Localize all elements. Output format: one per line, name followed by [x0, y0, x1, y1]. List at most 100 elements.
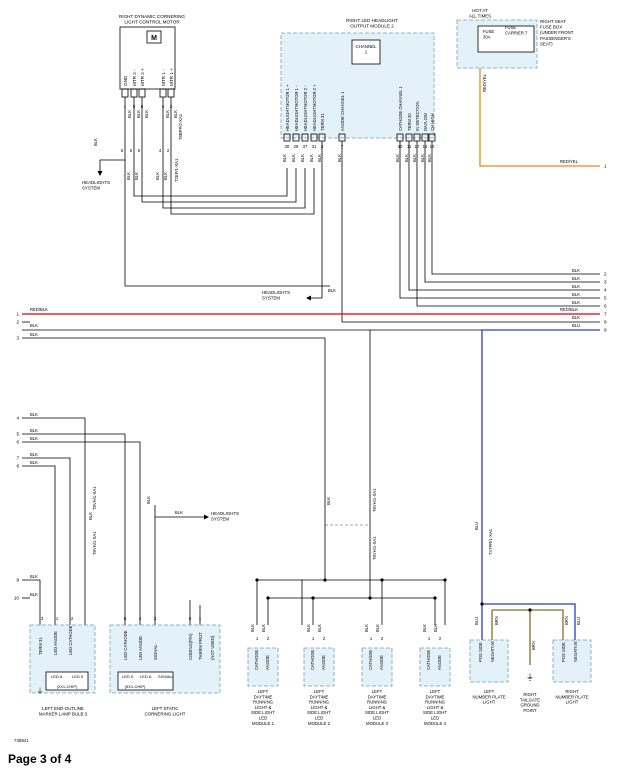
wire-color-label: BLK	[30, 323, 38, 328]
brown-drop	[530, 609, 564, 640]
drl-module-label: RUNNING	[425, 700, 446, 705]
drl-pin-label: CATHODE	[254, 650, 259, 670]
static-light-label: LEFT STATIC	[152, 706, 179, 711]
corner-motor-label: LIGHT CONTROL MOTOR	[124, 20, 180, 25]
wire-color-label: BLU	[474, 522, 479, 530]
pin-number: 4	[139, 616, 142, 621]
ref-number: 8	[16, 464, 19, 469]
wire-color-label: BLK	[146, 496, 151, 504]
headlights-system-label: SYSTEM	[211, 517, 229, 522]
drl-module-label: LED	[315, 716, 323, 721]
ref-number: 7	[16, 456, 19, 461]
pin-number: 3	[41, 616, 44, 621]
wire-color-label: RED/BLK	[30, 307, 48, 312]
ground-icon: ⏚	[526, 673, 534, 682]
pin-number: 2	[323, 636, 326, 641]
module-pin-cell	[283, 133, 291, 142]
drl-anode-bus	[256, 520, 326, 625]
wire-color-label: BLK	[572, 284, 580, 289]
module-pin-cell	[292, 133, 300, 142]
gnd-link-wire	[124, 160, 330, 287]
pin-number: 5	[130, 148, 133, 153]
motor-pin-cell	[130, 88, 138, 98]
wire-color-label: BLK	[30, 428, 38, 433]
ref-number: 5	[604, 296, 607, 301]
motor-link-wire	[141, 140, 297, 203]
splice-dot	[480, 602, 484, 606]
motor-pin-label: MTR 2 +	[140, 68, 145, 86]
ref-number: 3	[604, 280, 607, 285]
ground-point-label: GROUND	[520, 703, 539, 708]
splice-dot	[443, 578, 447, 582]
wire-color-label: BLK	[136, 110, 141, 118]
wire-color-label: BLU	[572, 323, 580, 328]
marker-bulb-label: LEFT END-OUTLINE	[42, 706, 84, 711]
arrow-icon	[306, 295, 311, 301]
ref-number: 4	[604, 288, 607, 293]
fuse-box-label: FUSE BOX	[540, 25, 562, 30]
ref-number: 6	[16, 440, 19, 445]
wire-color-label: BLK	[127, 110, 132, 118]
motor-link-wire	[162, 140, 306, 209]
module-pin-label: HEADLIGHTMOTOR 1 -	[294, 85, 299, 131]
ref-number: 2	[604, 272, 607, 277]
anode-wire	[341, 141, 600, 323]
drl-module-label: DAYTIME	[310, 694, 329, 699]
wire-color-label: BLK	[337, 154, 342, 162]
wire-color-label: BLK	[306, 624, 311, 632]
drl-pin-label: ANODE	[265, 655, 270, 670]
pin-number: 29	[294, 144, 299, 149]
wire-color-label: BLK	[309, 154, 314, 162]
wire-6	[22, 441, 141, 625]
wire-color-label: BLK	[328, 288, 336, 293]
splice-dot	[266, 596, 270, 600]
fuse-label: FUSE	[483, 29, 494, 34]
module-pin-label: TERM 30	[407, 113, 412, 131]
component-boxes	[29, 19, 592, 694]
pin-number: 3	[154, 616, 157, 621]
wire-color-label: BLK	[572, 315, 580, 320]
drl-module-label: RUNNING	[309, 700, 330, 705]
drl-module-label: RUNNING	[253, 700, 274, 705]
connector-code: T2EP/1-XA1	[174, 158, 179, 182]
pin-number: 2	[71, 616, 74, 621]
wire-7	[22, 457, 71, 625]
wire-color-label: BRN	[494, 616, 499, 625]
wire-color-label: BLK	[420, 154, 425, 162]
fuse-wire	[479, 20, 600, 167]
wire-color-label: BLK	[572, 300, 580, 305]
plate-pin-label: NEGATIVE	[573, 641, 578, 662]
motor-symbol	[146, 30, 162, 44]
drl-module-label: DAYTIME	[254, 694, 273, 699]
wire-color-label: BLK	[291, 154, 296, 162]
wire-9	[22, 579, 41, 625]
hot-label: HOT AT	[472, 8, 488, 13]
module-pin-cell	[310, 133, 318, 142]
splice-dot	[323, 578, 327, 582]
pin-number: 1	[428, 636, 431, 641]
motor-link-wire	[133, 140, 288, 197]
plate-light-label: NUMBER PLATE	[555, 694, 588, 699]
headlights-system-label: HEADLIGHTS	[211, 511, 239, 516]
ground-point-label: RIGHT	[523, 692, 537, 697]
module-pin-cell	[428, 133, 436, 142]
ref-number: 10	[14, 596, 20, 601]
pin-number: 40	[398, 144, 403, 149]
wire-color-label: BLK	[572, 268, 580, 273]
wire-color-label: BLK	[250, 624, 255, 632]
wire-color-label: BLK	[326, 497, 331, 505]
headlight-module-label: OUTPUT MODULE 2	[350, 24, 394, 29]
splice-dot	[368, 596, 372, 600]
splice-dot	[528, 608, 532, 612]
chip-label: LED A	[140, 674, 152, 679]
pin-number: 5	[189, 616, 192, 621]
connector-code: T4TPR/1-XA1	[488, 528, 493, 555]
module-pin-cell	[413, 133, 421, 142]
connector-code: T8BPP/2-XA1	[178, 113, 183, 140]
marker-bulb-label: MARKER LAMP BULB 3	[39, 712, 88, 717]
drl-module-label: LIGHT &	[427, 705, 444, 710]
blue-wire	[481, 329, 600, 560]
drl-module-label: MODULE 2	[308, 721, 331, 726]
pin-number: 30	[285, 144, 290, 149]
